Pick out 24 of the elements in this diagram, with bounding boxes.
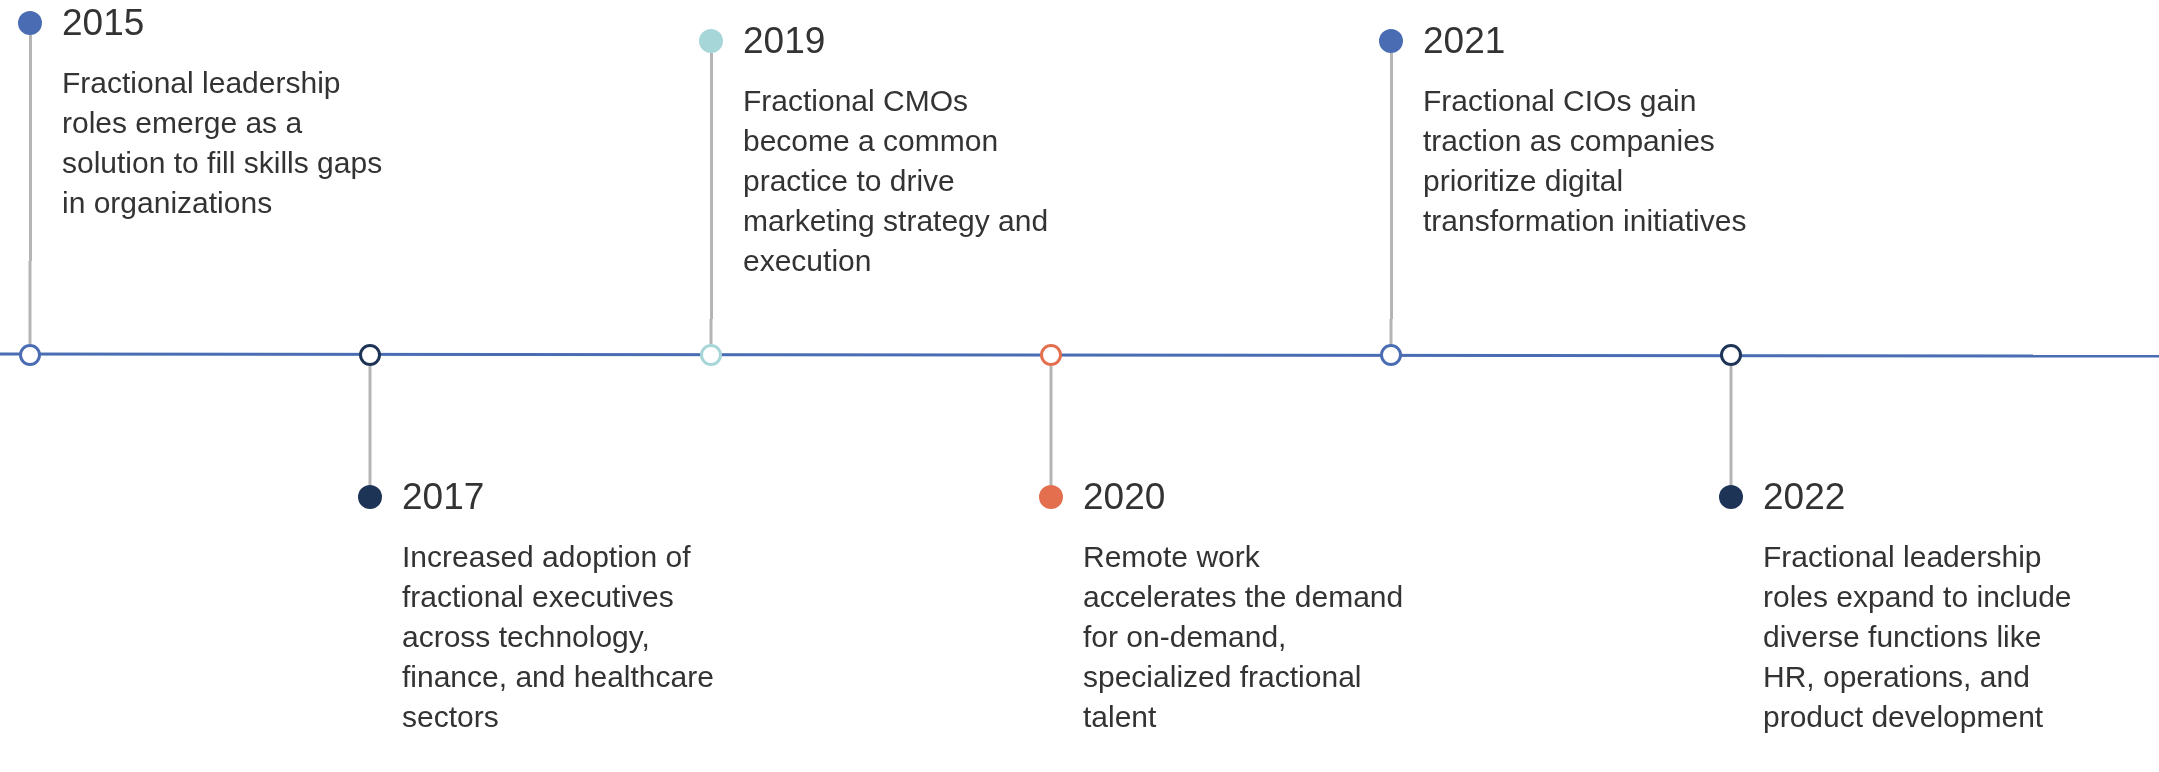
connector-line bbox=[1729, 366, 1733, 485]
event-description: Fractional CMOs become a common practice to drive marketing strategy and execution bbox=[743, 83, 1050, 279]
connector-line bbox=[368, 366, 372, 485]
connector-line bbox=[709, 319, 713, 344]
axis-marker bbox=[19, 344, 41, 366]
year-label: 2021 bbox=[1423, 21, 1506, 61]
year-label: 2015 bbox=[62, 3, 145, 43]
event-description: Fractional leadership roles emerge as a solution to fill skills gaps in organizations bbox=[62, 65, 384, 221]
axis-marker bbox=[1380, 344, 1402, 366]
event-description: Increased adoption of fractional executives across technology, finance, and healthcare sectors bbox=[402, 539, 715, 735]
event-description: Fractional leadership roles expand to include diverse functions like HR, operations, and product development bbox=[1763, 539, 2073, 735]
connector-line bbox=[1389, 319, 1393, 344]
year-label: 2022 bbox=[1763, 477, 1846, 517]
event-description: Remote work accelerates the demand for on-demand, specialized fractional talent bbox=[1083, 539, 1405, 735]
year-label: 2020 bbox=[1083, 477, 1166, 517]
axis-marker bbox=[1720, 344, 1742, 366]
connector-line bbox=[1049, 366, 1053, 485]
connector-line bbox=[28, 261, 32, 344]
event-description: Fractional CIOs gain traction as companies prioritize digital transformation initiatives bbox=[1423, 83, 1748, 239]
axis-marker bbox=[700, 344, 722, 366]
axis-marker bbox=[1040, 344, 1062, 366]
year-label: 2019 bbox=[743, 21, 826, 61]
axis-marker bbox=[359, 344, 381, 366]
year-label: 2017 bbox=[402, 477, 485, 517]
